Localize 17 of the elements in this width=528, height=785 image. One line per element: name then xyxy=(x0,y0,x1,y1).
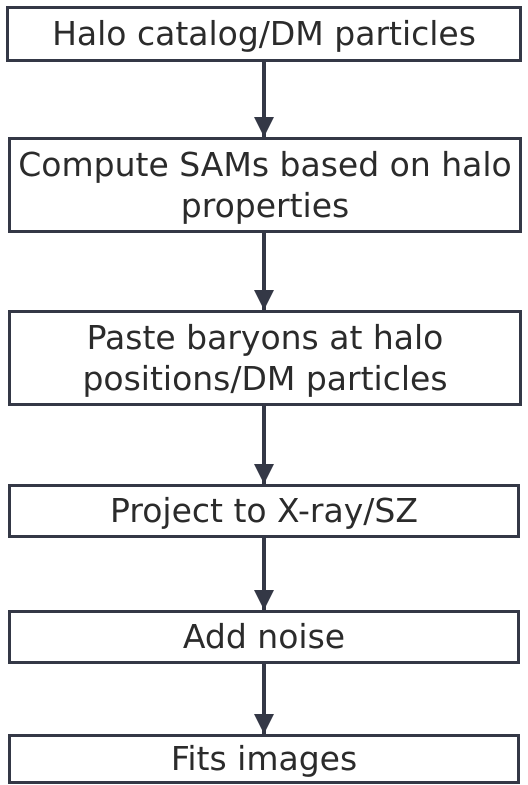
step-text: Add noise xyxy=(182,616,346,658)
step-text: Fits images xyxy=(170,738,358,780)
process-box xyxy=(6,6,522,62)
step-text: Project to X-ray/SZ xyxy=(110,490,418,532)
arrow xyxy=(254,233,274,310)
process-box xyxy=(8,484,520,538)
process-box xyxy=(8,137,522,233)
arrow xyxy=(254,538,274,610)
arrow xyxy=(254,664,274,734)
arrow xyxy=(254,406,274,484)
process-box xyxy=(8,610,520,664)
arrow xyxy=(254,62,274,137)
step-text: Compute SAMs based on halo properties xyxy=(17,144,513,226)
process-box xyxy=(8,734,520,784)
step-text: Halo catalog/DM particles xyxy=(52,13,476,55)
step-text: Paste baryons at halo positions/DM particles xyxy=(81,316,449,400)
process-box xyxy=(8,310,522,406)
